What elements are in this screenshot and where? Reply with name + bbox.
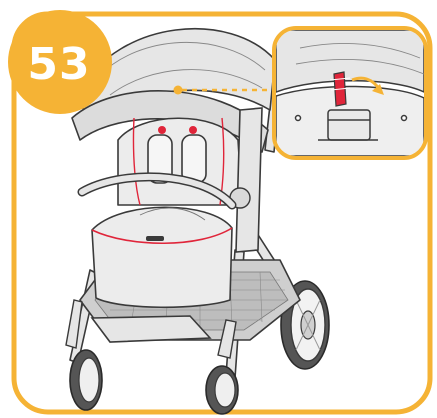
callout-anchor-dot — [174, 86, 183, 95]
footrest — [92, 316, 210, 342]
step-number: 53 — [27, 39, 90, 90]
step-number-badge: 53 — [8, 10, 112, 114]
zoom-callout-detail — [274, 28, 426, 158]
side-frame-arm — [236, 108, 262, 252]
footmuff — [92, 207, 232, 307]
